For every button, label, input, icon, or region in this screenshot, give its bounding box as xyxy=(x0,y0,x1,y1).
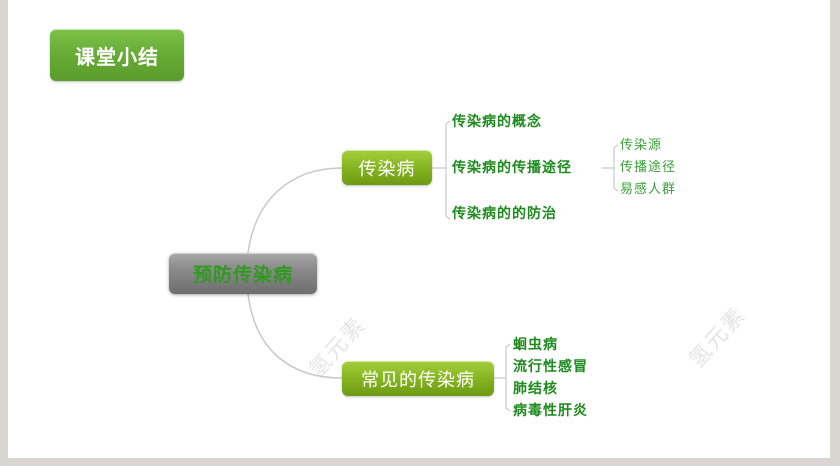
leaf-node-tuberculosis[interactable]: 肺结核 xyxy=(513,381,558,397)
root-node-label: 预防传染病 xyxy=(192,264,293,286)
branch-node-label: 传染病 xyxy=(358,158,416,180)
leaf-node-ascariasis[interactable]: 蛔虫病 xyxy=(513,337,558,353)
branch-node-common-diseases[interactable]: 常见的传染病 xyxy=(342,361,494,396)
leaf-node-hepatitis[interactable]: 病毒性肝炎 xyxy=(513,403,588,419)
leaf-node-concept[interactable]: 传染病的概念 xyxy=(452,114,542,130)
leaf-node-transmission[interactable]: 传染病的传播途径 xyxy=(452,160,572,176)
branch-node-label: 常见的传染病 xyxy=(361,369,475,391)
leaf-node-prevention[interactable]: 传染病的的防治 xyxy=(452,206,557,222)
sub-leaf-route[interactable]: 传播途径 xyxy=(620,160,677,175)
leaf-node-influenza[interactable]: 流行性感冒 xyxy=(513,359,588,375)
section-title-label: 课堂小结 xyxy=(75,44,159,69)
mindmap-root-node[interactable]: 预防传染病 xyxy=(169,253,317,294)
section-title-badge: 课堂小结 xyxy=(50,29,184,81)
sub-leaf-source[interactable]: 传染源 xyxy=(620,138,663,153)
sub-leaf-susceptible[interactable]: 易感人群 xyxy=(620,182,677,197)
branch-node-infectious-disease[interactable]: 传染病 xyxy=(342,150,432,185)
